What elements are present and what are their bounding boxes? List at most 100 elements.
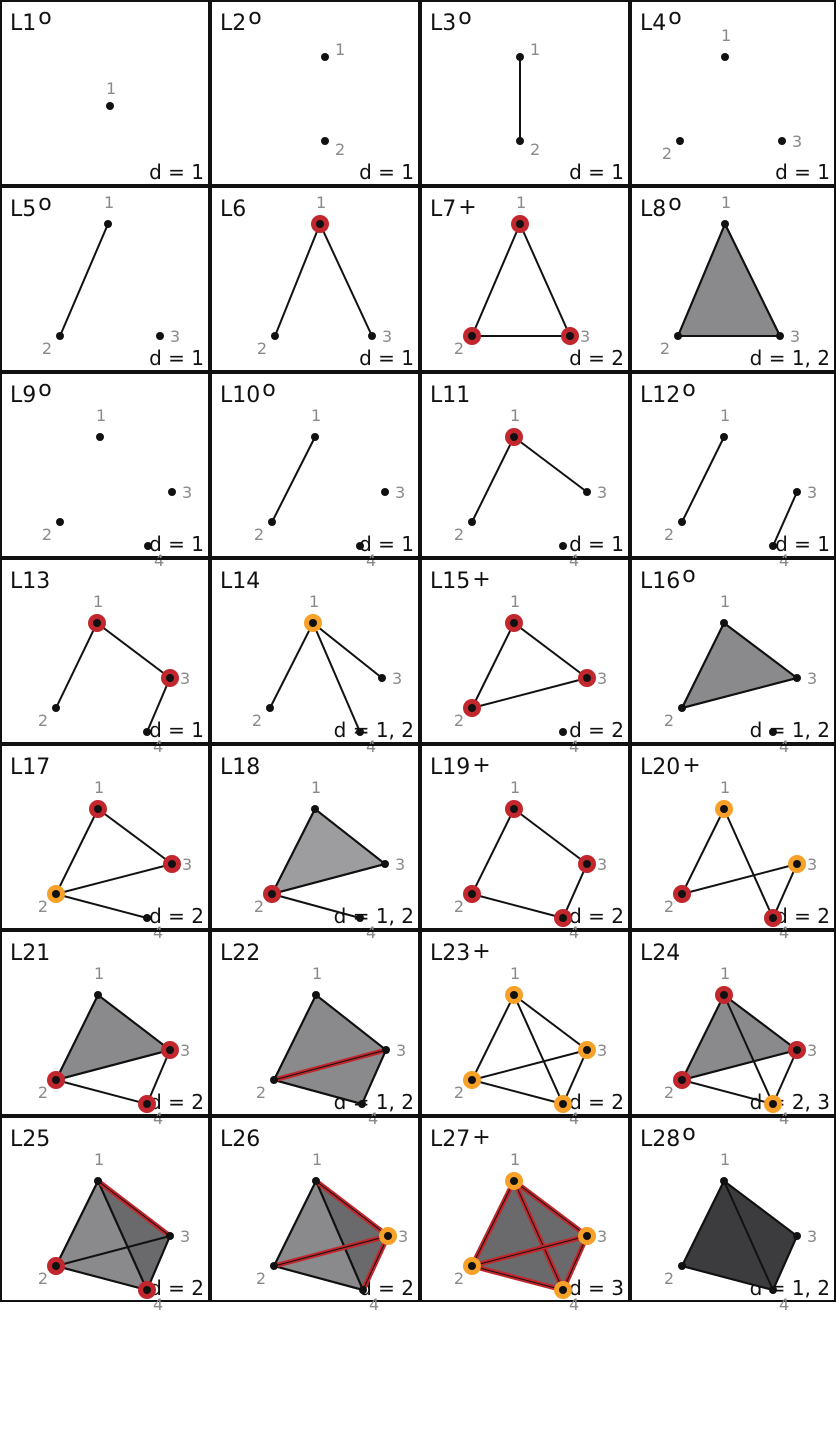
vertex-label: 3 [807, 855, 817, 874]
edge [681, 1265, 774, 1291]
vertex-dot [168, 860, 176, 868]
edge [273, 1079, 363, 1105]
vertex-dot [270, 1262, 278, 1270]
dimension-label: d = 1 [359, 532, 414, 556]
edge [513, 622, 588, 679]
cell-border [210, 930, 420, 1116]
vertex-label: 4 [569, 1109, 579, 1128]
dimension-label: d = 1 [149, 160, 204, 184]
vertex-dot [510, 1177, 518, 1185]
cell-title: L21 [10, 941, 50, 966]
vertex-label: 1 [106, 79, 116, 98]
circle-mark: o [682, 377, 695, 402]
vertex-dot [510, 433, 518, 441]
vertex-label: 1 [335, 40, 345, 59]
vertex-label: 4 [569, 737, 579, 756]
vertex-dot [94, 991, 102, 999]
circle-mark: o [458, 5, 471, 30]
vertex-dot [468, 890, 476, 898]
edge [723, 1180, 774, 1291]
cell-border [630, 372, 836, 558]
dimension-label: d = 1 [775, 532, 830, 556]
cell-title: L1 [10, 11, 36, 36]
vertex-dot [384, 1232, 392, 1240]
vertex-label: 1 [94, 1150, 104, 1169]
vertex-dot [144, 542, 152, 550]
vertex-dot [559, 542, 567, 550]
vertex-label: 2 [42, 525, 52, 544]
dimension-label: d = 1 [149, 532, 204, 556]
vertex-dot [793, 860, 801, 868]
vertex-dot [309, 619, 317, 627]
vertex-label: 4 [153, 1109, 163, 1128]
vertex-label: 2 [530, 140, 540, 159]
cell-title: L16 [640, 569, 680, 594]
edge [314, 808, 386, 865]
vertex-dot [104, 220, 112, 228]
edge [562, 1049, 588, 1105]
vertex-label: 2 [454, 897, 464, 916]
vertex-dot [52, 1262, 60, 1270]
plus-mark: + [682, 753, 700, 778]
vertex-dot [52, 890, 60, 898]
edge [97, 1180, 148, 1291]
cell-border [630, 0, 836, 186]
vertex-label: 1 [309, 592, 319, 611]
vertex-dot [678, 1076, 686, 1084]
vertex-dot [168, 488, 176, 496]
vertex-dot [312, 1177, 320, 1185]
cell-border [0, 744, 210, 930]
cell-title: L8 [640, 197, 666, 222]
edge [471, 223, 521, 337]
dimension-label: d = 2 [149, 904, 204, 928]
vertex-label: 1 [93, 592, 103, 611]
edge [146, 1235, 171, 1291]
vertex-label: 4 [779, 551, 789, 570]
vertex-label: 2 [664, 897, 674, 916]
edge [471, 622, 515, 709]
dimension-label: d = 1 [149, 346, 204, 370]
vertex-label: 1 [510, 592, 520, 611]
edge [55, 1180, 99, 1267]
vertex-label: 3 [597, 855, 607, 874]
vertex-dot [793, 1046, 801, 1054]
vertex-dot [793, 488, 801, 496]
vertex-dot [769, 728, 777, 736]
edge [772, 863, 798, 919]
edge [471, 893, 564, 919]
vertex-dot [778, 137, 786, 145]
circle-mark: o [38, 5, 51, 30]
vertex-dot [720, 1177, 728, 1185]
edge [471, 1265, 564, 1291]
vertex-label: 2 [38, 1269, 48, 1288]
vertex-label: 2 [257, 339, 267, 358]
vertex-label: 1 [510, 1150, 520, 1169]
cell-title: L26 [220, 1127, 260, 1152]
vertex-label: 4 [779, 923, 789, 942]
edge [271, 893, 361, 919]
vertex-dot [583, 1046, 591, 1054]
cell-border [630, 744, 836, 930]
vertex-label: 1 [720, 406, 730, 425]
circle-mark: o [682, 563, 695, 588]
edge [724, 223, 781, 337]
edge [513, 994, 588, 1051]
vertex-label: 3 [392, 669, 402, 688]
vertex-label: 3 [597, 483, 607, 502]
vertex-label: 4 [153, 923, 163, 942]
vertex-dot [52, 1076, 60, 1084]
edge [55, 1235, 171, 1267]
vertex-dot [382, 1046, 390, 1054]
vertex-dot [793, 674, 801, 682]
dimension-label: d = 2 [569, 346, 624, 370]
edge [513, 436, 588, 493]
vertex-dot [166, 1046, 174, 1054]
vertex-dot [559, 728, 567, 736]
vertex-label: 3 [807, 483, 817, 502]
